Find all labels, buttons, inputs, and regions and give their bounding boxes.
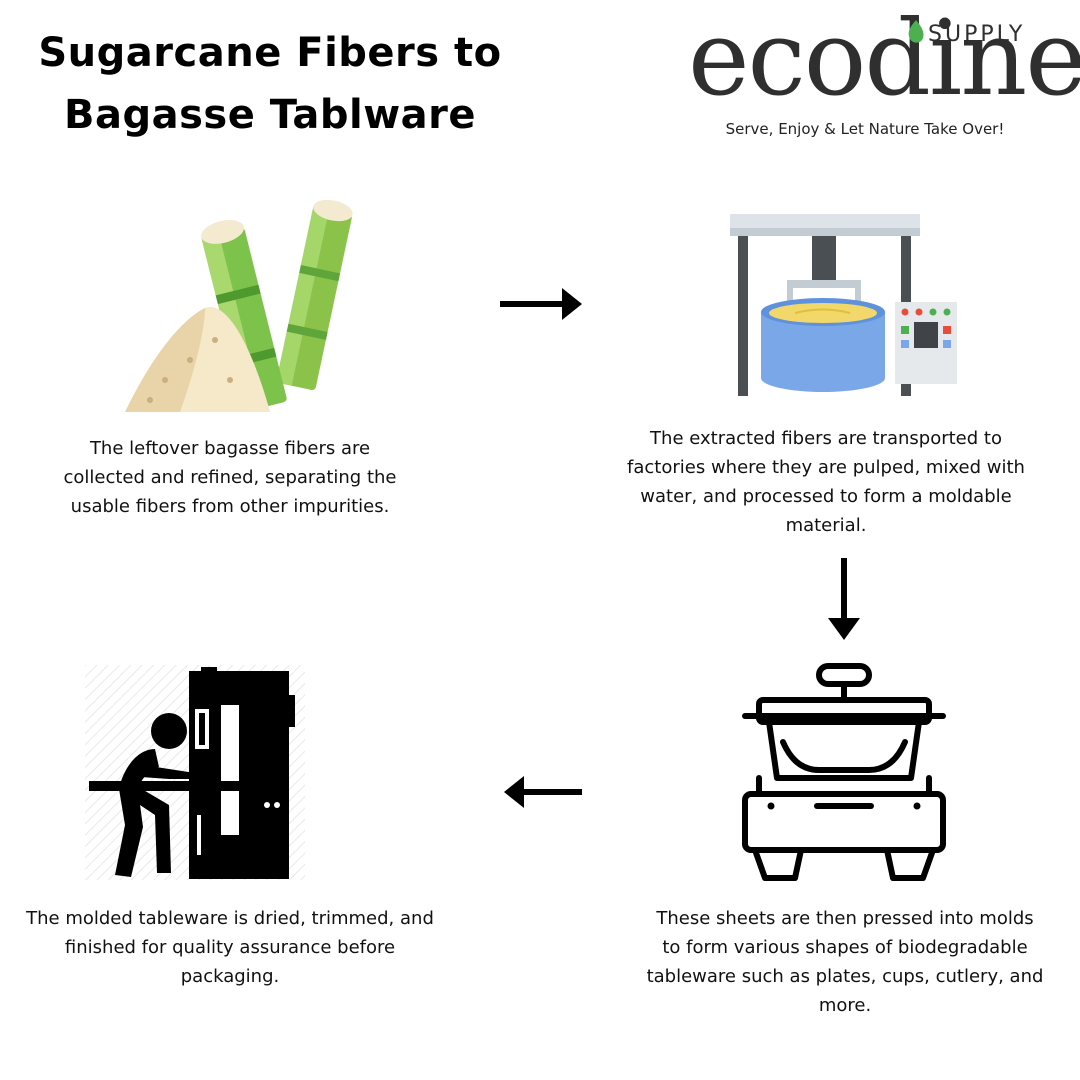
step-1-description: The leftover bagasse fibers are collecte… bbox=[63, 438, 397, 517]
arrow-left-icon bbox=[504, 776, 582, 808]
leaf-icon bbox=[908, 20, 924, 43]
step-4-description: The molded tableware is dried, trimmed, … bbox=[26, 908, 434, 987]
brand-supply: SUPPLY bbox=[928, 22, 1026, 47]
worker-machine-icon bbox=[85, 665, 305, 880]
sugarcane-icon bbox=[125, 199, 353, 412]
page-title: Sugarcane Fibers to Bagasse Tablware bbox=[30, 22, 510, 146]
step-2-description: The extracted fibers are transported to … bbox=[627, 428, 1025, 536]
arrow-right-icon bbox=[500, 288, 582, 320]
brand-tagline: Serve, Enjoy & Let Nature Take Over! bbox=[725, 120, 1005, 138]
molding-press-icon bbox=[742, 663, 946, 881]
arrow-down-icon bbox=[828, 558, 860, 640]
brand-wordmark: ecodine bbox=[688, 0, 1080, 119]
title-line-1: Sugarcane Fibers to bbox=[38, 30, 502, 76]
brand-logo: ecodine SUPPLY bbox=[680, 6, 1080, 112]
step-3-description: These sheets are then pressed into molds… bbox=[646, 908, 1044, 1016]
pulping-machine-icon bbox=[730, 214, 957, 396]
title-line-2: Bagasse Tablware bbox=[63, 92, 477, 138]
